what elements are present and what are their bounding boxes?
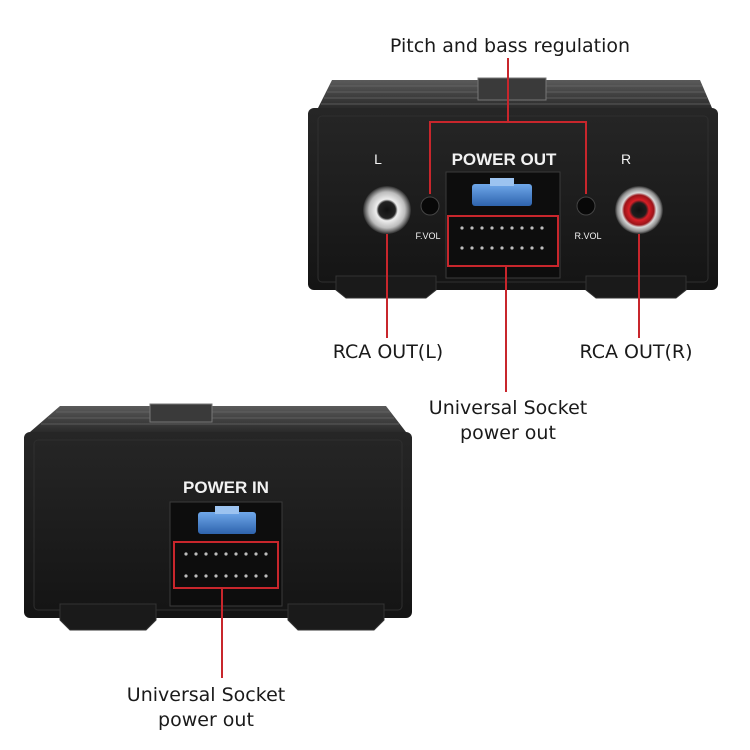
rca-left-callout: RCA OUT(L): [332, 341, 444, 363]
socket-bottom-callout: Universal Socket power out: [108, 683, 304, 733]
front-volume-label: F.VOL: [415, 231, 441, 241]
power-in-panel-label: POWER IN: [183, 478, 269, 497]
rca-right-callout: RCA OUT(R): [579, 341, 693, 363]
socket-top-line1: Universal Socket: [428, 397, 588, 419]
rear-volume-label: R.VOL: [574, 231, 602, 241]
socket-top-line2: power out: [460, 422, 556, 444]
callout-lines: [221, 58, 640, 678]
pitch-bass-callout: Pitch and bass regulation: [389, 35, 631, 57]
socket-top-callout: Universal Socket power out: [410, 396, 606, 446]
left-channel-label: L: [374, 151, 382, 167]
socket-bottom-line2: power out: [158, 709, 254, 731]
socket-bottom-line1: Universal Socket: [126, 684, 286, 706]
power-out-panel-label: POWER OUT: [451, 150, 557, 169]
power-in-device: [24, 403, 412, 631]
power-out-device: [308, 77, 718, 299]
right-channel-label: R: [620, 151, 632, 167]
